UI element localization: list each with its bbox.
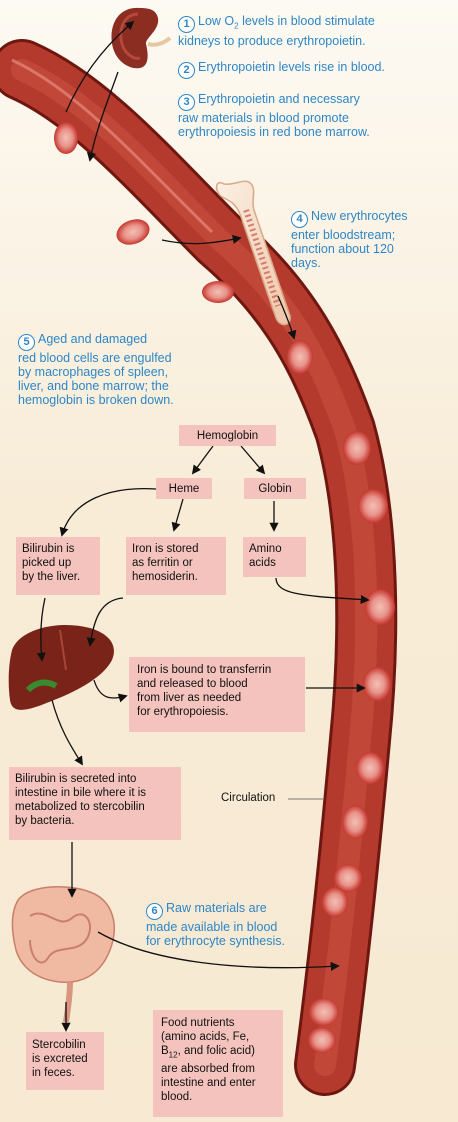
step-2-number: 2 [178,62,195,79]
step-3-number: 3 [178,94,195,111]
transferrin-box: Iron is bound to transferrin and release… [129,657,305,732]
liver-illustration [8,624,114,710]
food-nutrients-box: Food nutrients (amino acids, Fe, B12, an… [153,1010,283,1117]
hemoglobin-box: Hemoglobin [179,425,276,446]
stercobilin-box: Stercobilin is excreted in feces. [26,1032,104,1090]
heme-box: Heme [156,478,212,499]
bone-illustration [215,180,291,326]
kidney-illustration [111,7,172,69]
arrows [36,20,370,1032]
step-6-number: 6 [146,903,163,920]
step-4-number: 4 [291,211,308,228]
amino-acids-box: Amino acids [243,537,306,577]
bilirubin-liver-box: Bilirubin is picked up by the liver. [16,537,100,595]
red-blood-cells [54,122,395,1053]
step-5-number: 5 [18,334,35,351]
step-1-number: 1 [178,16,195,33]
circulation-label: Circulation [221,792,276,804]
globin-box: Globin [244,478,306,499]
iron-stored-box: Iron is stored as ferritin or hemosideri… [126,537,226,595]
bilirubin-intestine-box: Bilirubin is secreted into intestine in … [9,767,181,840]
intestine-illustration [11,886,115,1023]
